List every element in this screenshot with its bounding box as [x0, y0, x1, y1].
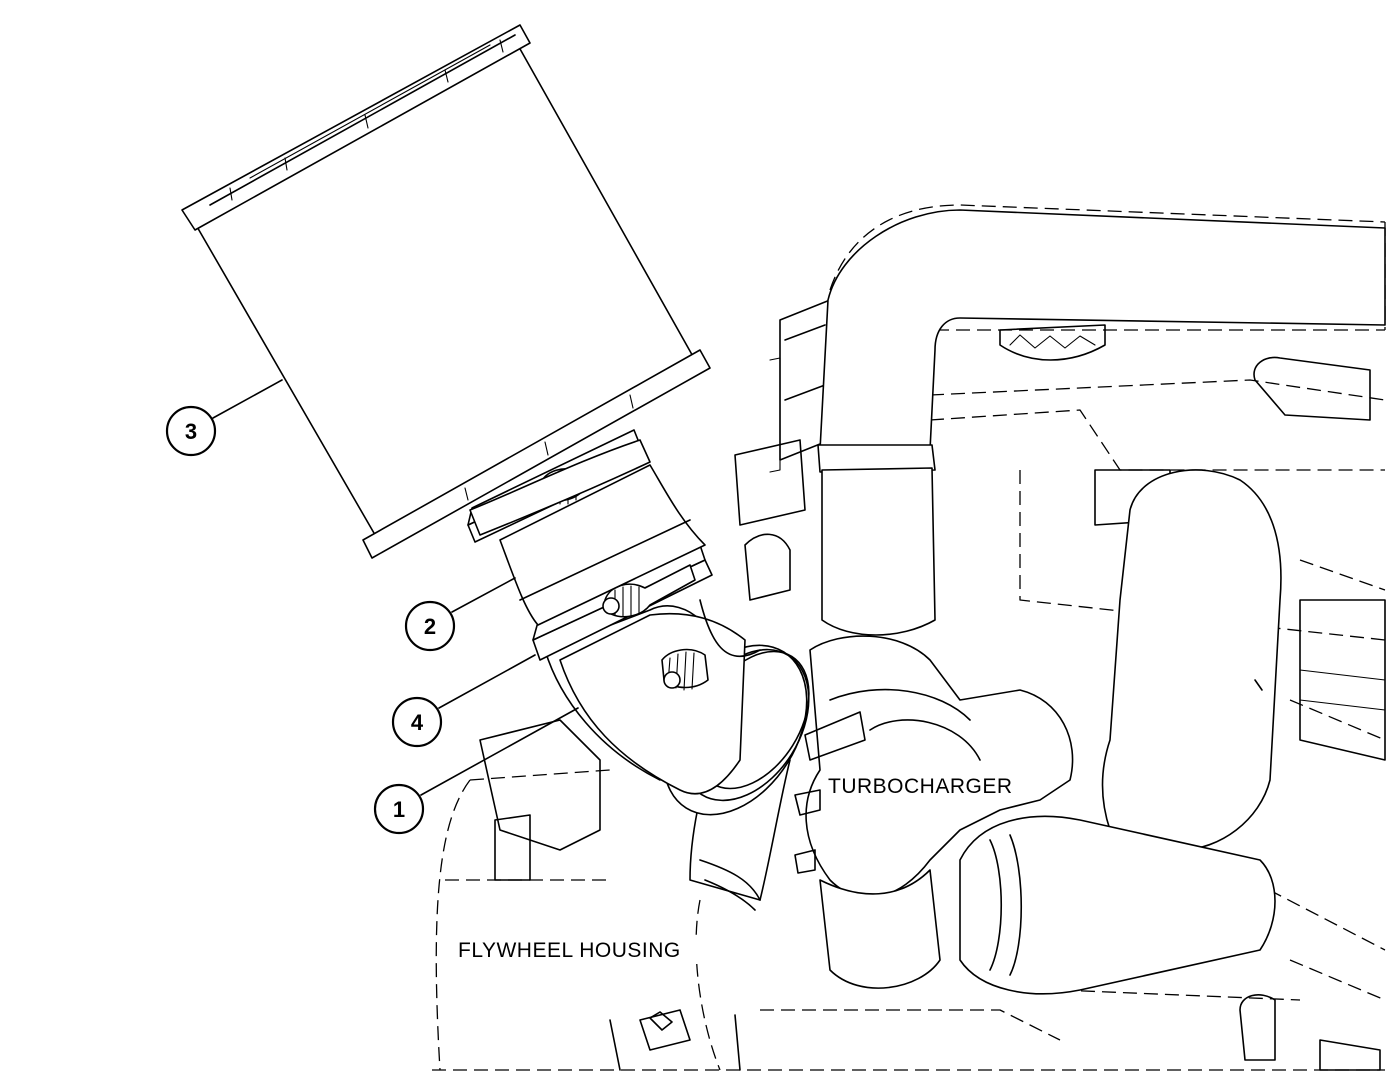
svg-text:2: 2 — [424, 614, 436, 639]
svg-text:4: 4 — [411, 710, 424, 735]
callout-2: 2 — [404, 600, 456, 652]
turbocharger-label-bg — [822, 772, 1027, 800]
flywheel-housing-label-bg — [452, 936, 700, 964]
callout-3: 3 — [165, 405, 217, 457]
svg-text:1: 1 — [393, 797, 405, 822]
callout-4: 4 — [391, 696, 443, 748]
part-2-adapter[interactable] — [499, 464, 706, 626]
turbocharger-label: TURBOCHARGER — [828, 775, 1013, 798]
part-3-air-cleaner[interactable] — [181, 24, 711, 559]
svg-text:3: 3 — [185, 419, 197, 444]
flywheel-housing-label: FLYWHEEL HOUSING — [458, 939, 681, 962]
callout-leaders — [212, 379, 579, 796]
callout-1: 1 — [373, 783, 425, 835]
turbocharger-piping — [794, 209, 1386, 995]
part-1-elbow-hose[interactable] — [544, 599, 761, 795]
engine-solid-details — [479, 299, 1386, 1071]
